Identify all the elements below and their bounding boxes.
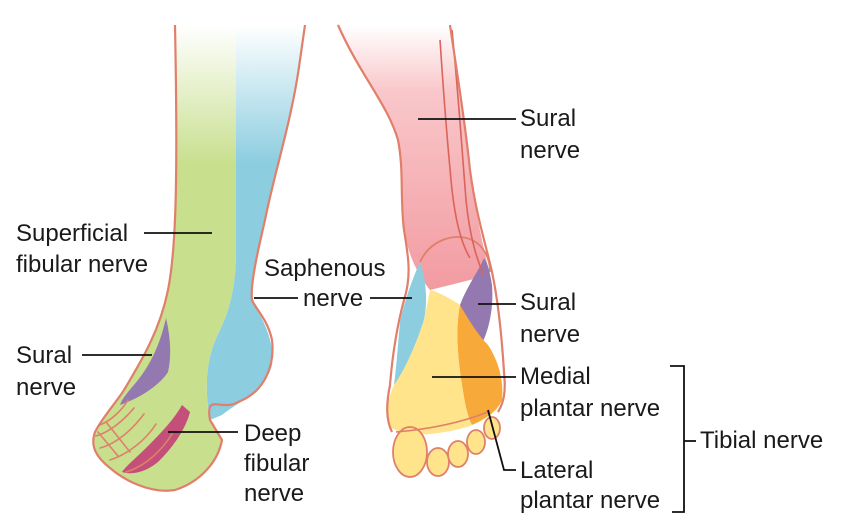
label-medial-plantar-line1: Medial — [520, 362, 591, 391]
label-saphenous-line1: Saphenous — [264, 254, 385, 283]
label-deep-fibular-line1: Deep — [244, 419, 301, 448]
label-medial-plantar-line2: plantar nerve — [520, 394, 660, 423]
label-sural-right-line2: nerve — [520, 320, 580, 349]
label-lateral-plantar-line2: plantar nerve — [520, 486, 660, 515]
label-deep-fibular-line3: nerve — [244, 479, 304, 508]
label-sural-right-line1: Sural — [520, 288, 576, 317]
label-tibial-nerve: Tibial nerve — [700, 426, 823, 455]
label-saphenous-line2: nerve — [303, 284, 363, 313]
label-superficial-fibular-line2: fibular nerve — [16, 250, 148, 279]
label-sural-top-line1: Sural — [520, 104, 576, 133]
label-lateral-plantar-line1: Lateral — [520, 456, 593, 485]
label-superficial-fibular-line1: Superficial — [16, 219, 128, 248]
tibial-bracket — [670, 366, 684, 512]
label-sural-top-line2: nerve — [520, 136, 580, 165]
label-deep-fibular-line2: fibular — [244, 449, 309, 478]
label-sural-left-line1: Sural — [16, 341, 72, 370]
sural-region-leg — [338, 25, 490, 290]
plantar-foot — [338, 25, 505, 477]
label-sural-left-line2: nerve — [16, 373, 76, 402]
